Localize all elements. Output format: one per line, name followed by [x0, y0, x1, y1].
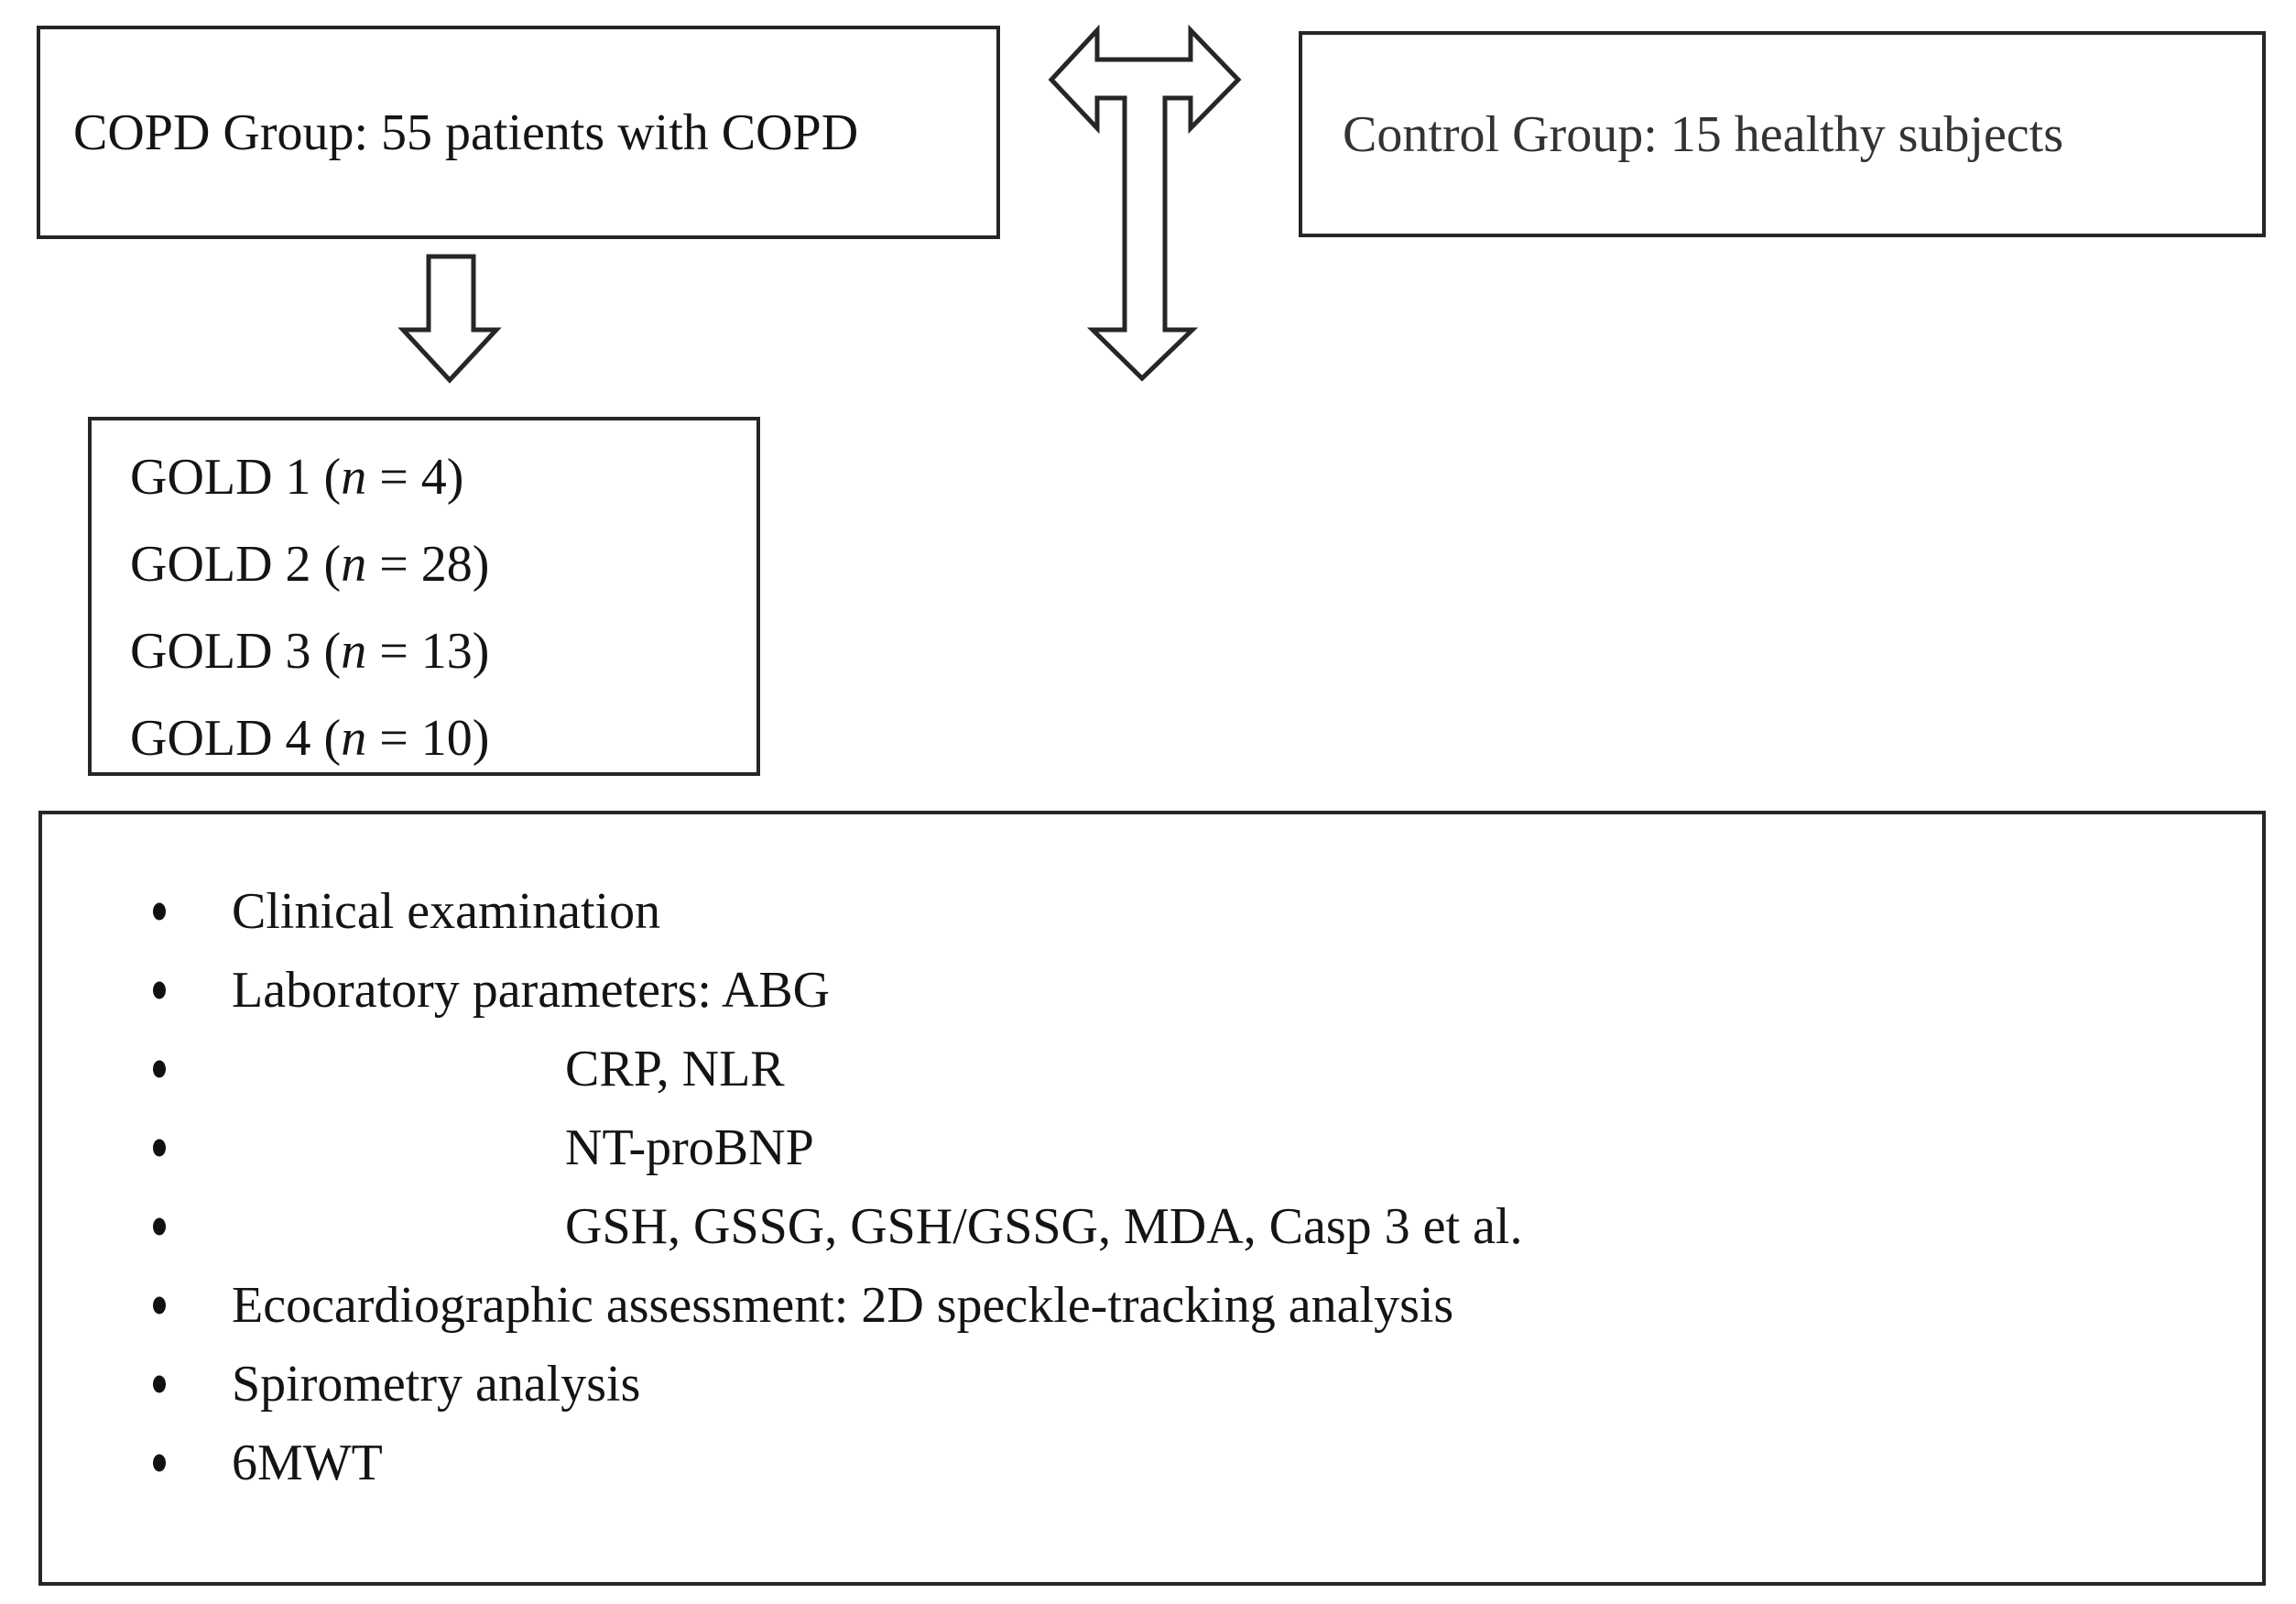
list-item-text: Laboratory parameters: ABG	[232, 962, 831, 1019]
gold-stage-1: GOLD 1 (n = 4)	[130, 433, 756, 520]
bullet-icon	[153, 1454, 166, 1472]
list-item-text: Spirometry analysis	[232, 1356, 641, 1413]
gold-stage-3-n: n	[341, 622, 367, 680]
down-arrow-icon	[397, 254, 502, 384]
gold-stage-2-count: = 28)	[366, 535, 490, 593]
gold-stage-4-count: = 10)	[366, 709, 490, 767]
bullet-icon	[153, 902, 166, 921]
list-item: Clinical examination	[42, 872, 2262, 951]
list-item: 6MWT	[42, 1424, 2262, 1502]
list-item-text: Ecocardiographic assessment: 2D speckle-…	[232, 1277, 1454, 1334]
gold-stage-4-text: GOLD 4 (	[130, 709, 342, 767]
list-item: NT-proBNP	[42, 1108, 2262, 1187]
bullet-icon	[153, 981, 166, 999]
list-item-text: Clinical examination	[232, 883, 661, 940]
gold-stages-box: GOLD 1 (n = 4) GOLD 2 (n = 28) GOLD 3 (n…	[88, 417, 760, 776]
gold-stage-1-n: n	[341, 448, 367, 506]
assessment-list: Clinical examination Laboratory paramete…	[42, 872, 2262, 1502]
bullet-icon	[153, 1139, 166, 1157]
bullet-icon	[153, 1217, 166, 1236]
list-item-text: GSH, GSSG, GSH/GSSG, MDA, Casp 3 et al.	[565, 1198, 1523, 1255]
list-item-text: 6MWT	[232, 1435, 383, 1491]
gold-stage-2: GOLD 2 (n = 28)	[130, 520, 756, 607]
gold-stage-3-text: GOLD 3 (	[130, 622, 342, 680]
control-group-label: Control Group: 15 healthy subjects	[1343, 105, 2064, 163]
bullet-icon	[153, 1375, 166, 1393]
list-item: CRP, NLR	[42, 1030, 2262, 1108]
left-right-down-arrow-icon	[1048, 24, 1242, 382]
copd-group-box: COPD Group: 55 patients with COPD	[37, 26, 1000, 239]
gold-stage-1-count: = 4)	[366, 448, 464, 506]
list-item: Laboratory parameters: ABG	[42, 951, 2262, 1030]
assessments-box: Clinical examination Laboratory paramete…	[38, 811, 2266, 1586]
bullet-icon	[153, 1060, 166, 1078]
list-item-text: NT-proBNP	[565, 1119, 814, 1176]
list-item: GSH, GSSG, GSH/GSSG, MDA, Casp 3 et al.	[42, 1187, 2262, 1266]
gold-stage-4-n: n	[341, 709, 367, 767]
bullet-icon	[153, 1296, 166, 1315]
control-group-box: Control Group: 15 healthy subjects	[1299, 31, 2266, 237]
gold-stage-2-text: GOLD 2 (	[130, 535, 342, 593]
gold-stage-3: GOLD 3 (n = 13)	[130, 607, 756, 694]
gold-stage-4: GOLD 4 (n = 10)	[130, 694, 756, 781]
gold-stage-2-n: n	[341, 535, 367, 593]
list-item-text: CRP, NLR	[565, 1041, 785, 1097]
gold-stage-1-text: GOLD 1 (	[130, 448, 342, 506]
list-item: Spirometry analysis	[42, 1345, 2262, 1424]
list-item: Ecocardiographic assessment: 2D speckle-…	[42, 1266, 2262, 1345]
gold-stage-3-count: = 13)	[366, 622, 490, 680]
copd-group-label: COPD Group: 55 patients with COPD	[73, 104, 859, 161]
